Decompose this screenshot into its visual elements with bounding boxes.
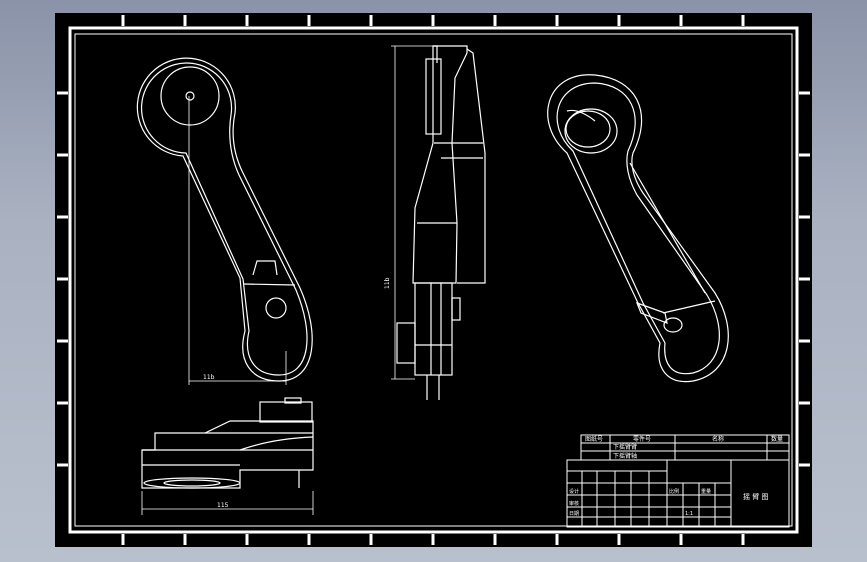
side-dim-label: 11b (384, 277, 391, 289)
front-dim-label: 11b (203, 374, 215, 381)
cad-viewport[interactable]: 11b 11b (55, 13, 812, 547)
sheet-frame (68, 26, 799, 534)
tb-row2-name: 下摇臂轴 (613, 452, 637, 460)
tb-header-qty: 数量 (771, 435, 783, 443)
tb-header-name: 名称 (712, 435, 724, 443)
tb-cell-weight: 重量 (701, 488, 711, 495)
tb-row1-name: 下摇臂臂 (613, 443, 637, 451)
tb-scale-value: 1:1 (685, 511, 693, 517)
cad-drawing: 11b 11b (57, 15, 810, 545)
tb-cell-scale-label: 比例 (669, 488, 679, 495)
title-block (566, 434, 790, 528)
tb-header-part-no: 零件号 (633, 435, 651, 443)
front-view (136, 57, 313, 385)
tb-cell-review: 审核 (569, 500, 579, 507)
side-view (391, 45, 486, 400)
tb-cell-date: 日期 (569, 511, 579, 517)
tb-header-drawing-no: 图纸号 (585, 435, 603, 443)
isometric-view (547, 74, 729, 383)
title-block-text: 图纸号 零件号 名称 数量 下摇臂臂 下摇臂轴 设计 审核 比例 重量 日期 1… (569, 435, 783, 517)
tb-drawing-name: 摇 臂 图 (743, 492, 768, 501)
bottom-dim-label: 115 (217, 502, 229, 509)
tb-cell-design: 设计 (569, 488, 579, 495)
frame-tick-marks (57, 15, 810, 545)
bottom-view (141, 397, 314, 515)
